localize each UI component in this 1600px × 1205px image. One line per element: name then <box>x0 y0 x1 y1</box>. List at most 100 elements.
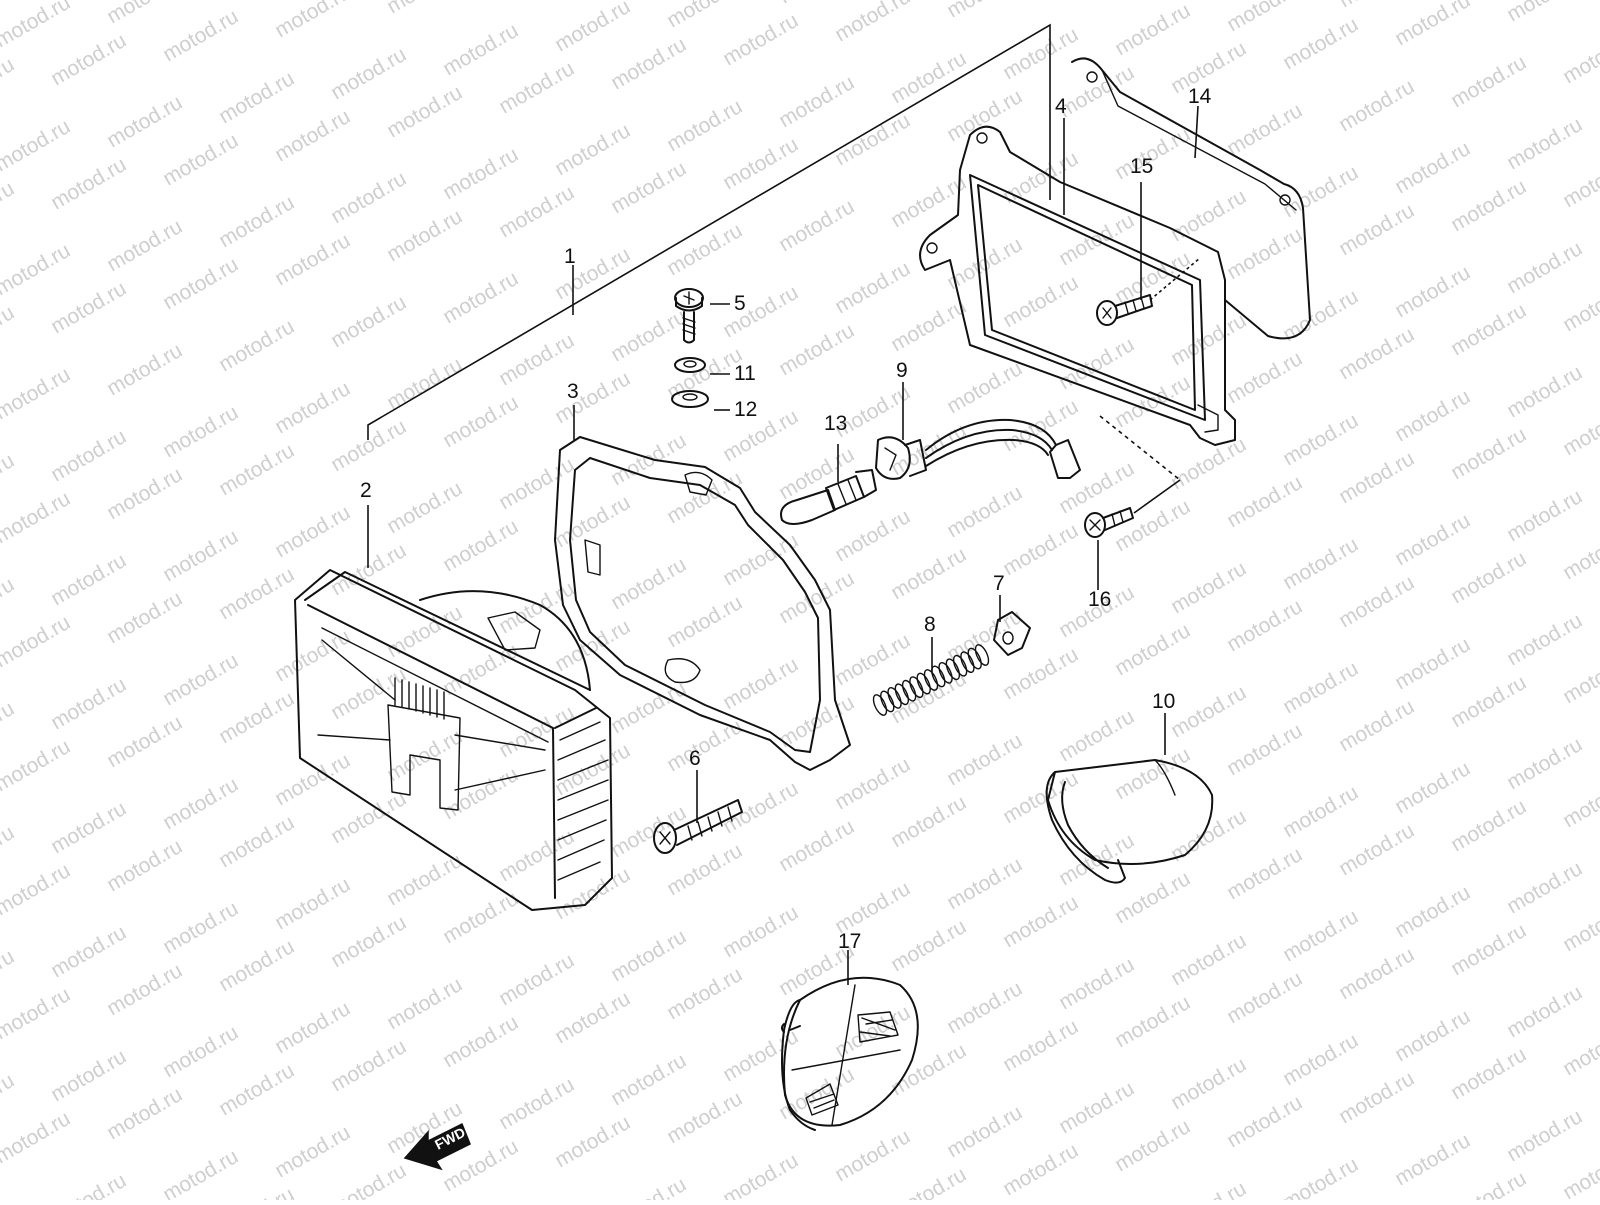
watermark-text: motod.ru <box>663 1087 746 1148</box>
bulb-13[interactable] <box>780 444 877 525</box>
callout-14: 14 <box>1188 85 1212 108</box>
watermark-text: motod.ru <box>495 701 578 762</box>
watermark-text: motod.ru <box>887 47 970 108</box>
watermark-text: motod.ru <box>327 43 410 104</box>
watermark-text: motod.ru <box>1447 1043 1530 1104</box>
watermark-text: motod.ru <box>215 315 298 376</box>
watermark-text: motod.ru <box>271 873 354 934</box>
watermark-text: motod.ru <box>663 715 746 776</box>
watermark-text: motod.ru <box>495 329 578 390</box>
watermark-text: motod.ru <box>607 1173 690 1200</box>
watermark-text: motod.ru <box>551 0 634 56</box>
watermark-text: motod.ru <box>1279 1153 1362 1200</box>
watermark-text: motod.ru <box>1279 657 1362 718</box>
watermark-text: motod.ru <box>47 921 130 982</box>
watermark-text: motod.ru <box>831 0 914 46</box>
watermark-text: motod.ru <box>607 801 690 862</box>
watermark-text: motod.ru <box>1279 13 1362 74</box>
watermark-text: motod.ru <box>607 157 690 218</box>
watermark-text: motod.ru <box>719 901 802 962</box>
watermark-text: motod.ru <box>383 0 466 18</box>
mounting-bracket-4[interactable] <box>919 125 1236 446</box>
watermark-text: motod.ru <box>1335 943 1418 1004</box>
watermark-text: motod.ru <box>215 191 298 252</box>
watermark-text: motod.ru <box>831 257 914 318</box>
watermark-text: motod.ru <box>1335 1067 1418 1128</box>
watermark-text: motod.ru <box>271 1121 354 1182</box>
reflector-17[interactable] <box>781 950 919 1131</box>
watermark-text: motod.ru <box>719 405 802 466</box>
callout-16: 16 <box>1088 588 1111 611</box>
screw-16[interactable] <box>1084 415 1181 538</box>
watermark-text: motod.ru <box>999 271 1082 332</box>
watermark-text: motod.ru <box>1335 571 1418 632</box>
watermark-text: motod.ru <box>1335 447 1418 508</box>
watermark-text: motod.ru <box>271 0 354 42</box>
headlight-rim[interactable] <box>554 436 851 771</box>
watermark-text: motod.ru <box>1223 843 1306 904</box>
callout-11: 11 <box>734 362 756 385</box>
watermark-text: motod.ru <box>775 443 858 504</box>
watermark-text: motod.ru <box>1335 323 1418 384</box>
watermark-text: motod.ru <box>103 1083 186 1144</box>
watermark-text: motod.ru <box>1391 137 1474 198</box>
watermark-text: motod.ru <box>1391 1129 1474 1190</box>
watermark-text: motod.ru <box>103 215 186 276</box>
watermark-text: motod.ru <box>999 891 1082 952</box>
watermark-text: motod.ru <box>1279 161 1362 222</box>
watermark-text: motod.ru <box>1447 51 1530 112</box>
watermark-text: motod.ru <box>215 687 298 748</box>
boot-cover-10[interactable] <box>1045 713 1214 884</box>
watermark-text: motod.ru <box>159 129 242 190</box>
watermark-text: motod.ru <box>887 1039 970 1100</box>
spring-coil <box>880 690 895 713</box>
watermark-text: motod.ru <box>831 109 914 170</box>
watermark-text: motod.ru <box>943 481 1026 542</box>
watermark-text: motod.ru <box>103 959 186 1020</box>
watermark-text: motod.ru <box>47 29 130 90</box>
washer-12[interactable] <box>671 390 709 408</box>
watermark-text: motod.ru <box>0 177 18 238</box>
spring-8[interactable] <box>871 637 991 717</box>
watermark-text: motod.ru <box>1447 1167 1530 1200</box>
watermark-text: motod.ru <box>1223 223 1306 284</box>
nut-7[interactable] <box>993 611 1031 656</box>
watermark-text: motod.ru <box>1335 819 1418 880</box>
watermark-text: motod.ru <box>719 653 802 714</box>
watermark-text: motod.ru <box>1503 981 1586 1042</box>
watermark-text: motod.ru <box>215 935 298 996</box>
watermark-text: motod.ru <box>943 0 1026 22</box>
watermark-text: motod.ru <box>215 563 298 624</box>
screw-6[interactable] <box>653 770 743 854</box>
watermark-text: motod.ru <box>271 229 354 290</box>
headlight-unit[interactable] <box>294 569 613 911</box>
spring-coil <box>872 694 888 716</box>
watermark-text: motod.ru <box>775 815 858 876</box>
watermark-text: motod.ru <box>1391 509 1474 570</box>
washer-11[interactable] <box>674 357 706 373</box>
watermark-text: motod.ru <box>1503 609 1586 670</box>
gasket-14[interactable] <box>1071 57 1311 340</box>
watermark-text: motod.ru <box>1111 0 1194 60</box>
watermark-text: motod.ru <box>999 23 1082 84</box>
watermark-text: motod.ru <box>1167 681 1250 742</box>
watermark-text: motod.ru <box>943 853 1026 914</box>
callout-numbers: 1 2 3 4 5 6 7 8 9 10 11 12 13 14 15 16 1… <box>360 85 1212 953</box>
socket-harness-9[interactable] <box>875 382 1081 480</box>
watermark-text: motod.ru <box>495 181 578 242</box>
watermark-text: motod.ru <box>327 1035 410 1096</box>
watermark-text: motod.ru <box>663 963 746 1024</box>
screw-5[interactable] <box>674 288 704 344</box>
watermark-text: motod.ru <box>1223 347 1306 408</box>
watermark-text: motod.ru <box>1055 61 1138 122</box>
watermark-text: motod.ru <box>271 997 354 1058</box>
watermark-text: motod.ru <box>327 1159 410 1200</box>
watermark-text: motod.ru <box>1279 409 1362 470</box>
watermark-text: motod.ru <box>159 1021 242 1082</box>
watermark-text: motod.ru <box>1503 857 1586 918</box>
watermark-text: motod.ru <box>1111 495 1194 556</box>
watermark-text: motod.ru <box>495 453 578 514</box>
watermark-text: motod.ru <box>1055 705 1138 766</box>
watermark-text: motod.ru <box>1559 27 1600 88</box>
